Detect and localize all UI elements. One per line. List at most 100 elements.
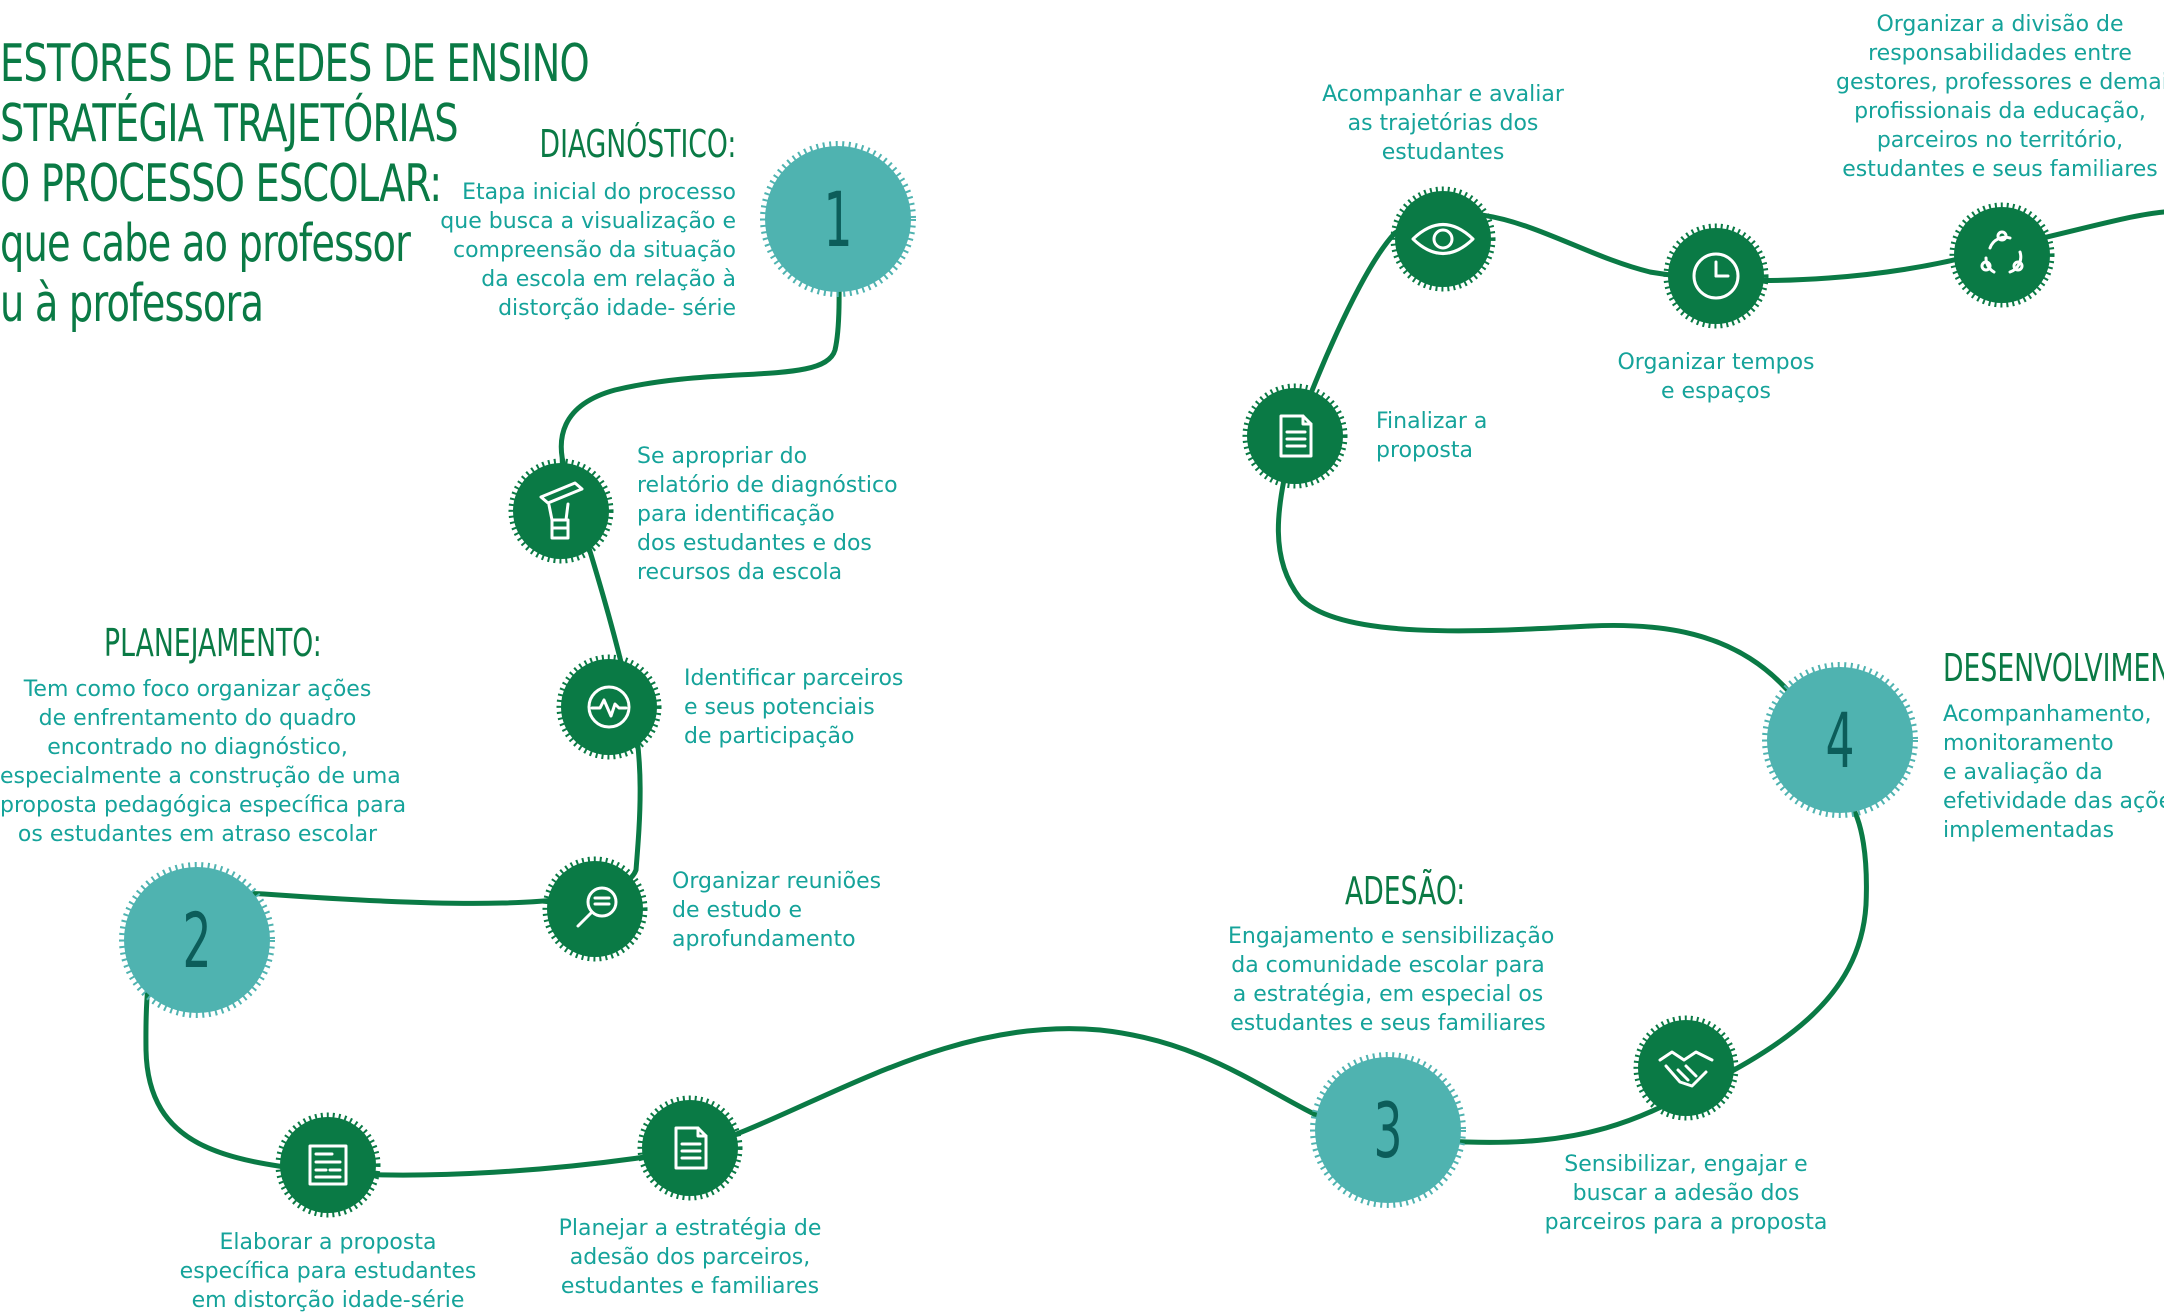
stage-heading-2: PLANEJAMENTO: [104, 621, 322, 665]
step-label-6: Sensibilizar, engajar e buscar a adesão … [1526, 1150, 1846, 1237]
text-line: e espaços [1661, 379, 1771, 404]
step-node-5 [637, 1095, 743, 1201]
text-line: os estudantes em atraso escolar [17, 822, 378, 847]
text-line: estudantes e seus familiares [1842, 157, 2158, 182]
stage-description-4: Acompanhamento, monitoramento e avaliaçã… [1943, 700, 2164, 845]
text-line: que busca a visualização e [440, 209, 736, 234]
text-line: parceiros para a proposta [1544, 1210, 1828, 1235]
title-line: O PROCESSO ESCOLAR: [0, 154, 442, 214]
step-node-2 [556, 654, 662, 760]
text-line: efetividade das ações [1943, 789, 2164, 814]
stage-node-3 [1310, 1052, 1466, 1208]
step-node-7 [1242, 383, 1348, 489]
step-node-8 [1390, 186, 1496, 292]
text-line: gestores, professores e demais [1836, 70, 2164, 95]
text-line: Organizar a divisão de [1876, 12, 2124, 37]
text-line: implementadas [1943, 818, 2115, 843]
handshake-icon [1658, 1050, 1714, 1088]
stage-node-2 [119, 862, 275, 1018]
clock-icon [1692, 252, 1740, 300]
step-label-8: Acompanhar e avaliar as trajetórias dos … [1313, 80, 1573, 167]
title-line: u à professora [0, 274, 264, 334]
text-line: Tem como foco organizar ações [23, 677, 372, 702]
text-line: Acompanhamento, [1943, 702, 2152, 727]
text-line: compreensão da situação [452, 238, 736, 263]
text-line: monitoramento [1943, 731, 2114, 756]
stage-number-1: 1 [823, 176, 852, 265]
title-line: STRATÉGIA TRAJETÓRIAS [0, 94, 459, 154]
pulse-icon [587, 685, 631, 729]
title-line: ESTORES DE REDES DE ENSINO [0, 34, 590, 94]
stage-number-4: 4 [1825, 697, 1854, 786]
text-line: recursos da escola [637, 560, 843, 585]
stage-node-4 [1762, 662, 1918, 818]
stage-heading-1: DIAGNÓSTICO: [539, 122, 736, 166]
text-line: em distorção idade-série [191, 1288, 465, 1313]
blueprint-icon [308, 1144, 348, 1186]
text-line: distorção idade- série [498, 296, 736, 321]
step-node-4 [275, 1112, 381, 1218]
text-line: de participação [684, 724, 855, 749]
text-line: e avaliação da [1943, 760, 2103, 785]
stage-description-3: Engajamento e sensibilização da comunida… [1228, 922, 1555, 1038]
page-title: ESTORES DE REDES DE ENSINO STRATÉGIA TRA… [0, 34, 590, 334]
text-line: Identificar parceiros [684, 666, 904, 691]
text-line: da escola em relação à [481, 267, 736, 292]
step-label-5: Planejar a estratégia de adesão dos parc… [540, 1214, 840, 1301]
text-line: Se apropriar do [637, 444, 808, 469]
text-line: estudantes e familiares [560, 1274, 820, 1299]
text-line: estudantes [1381, 140, 1505, 165]
text-line: Organizar reuniões [672, 869, 882, 894]
stage-description-2: Tem como foco organizar ações de enfrent… [0, 675, 406, 849]
stage-heading-4: DESENVOLVIMENTO: [1943, 646, 2164, 690]
text-line: Acompanhar e avaliar [1322, 82, 1564, 107]
title-line: que cabe ao professor [0, 214, 411, 274]
step-label-7: Finalizar a proposta [1376, 407, 1487, 465]
step-node-1 [508, 458, 614, 564]
text-line: buscar a adesão dos [1572, 1181, 1800, 1206]
text-line: Elaborar a proposta [219, 1230, 437, 1255]
step-node-6 [1633, 1015, 1739, 1121]
stage-number-3: 3 [1373, 1087, 1402, 1176]
step-node-10 [1949, 202, 2055, 308]
text-line: responsabilidades entre [1868, 41, 2132, 66]
eye-icon [1411, 223, 1475, 255]
step-label-4: Elaborar a proposta específica para estu… [168, 1228, 488, 1315]
step-label-9: Organizar tempos e espaços [1596, 348, 1836, 406]
stage-description-1: Etapa inicial do processo que busca a vi… [440, 178, 736, 323]
text-line: Sensibilizar, engajar e [1564, 1152, 1808, 1177]
text-line: Planejar a estratégia de [558, 1216, 822, 1241]
text-line: da comunidade escolar para [1231, 953, 1545, 978]
step-label-3: Organizar reuniões de estudo e aprofunda… [672, 867, 881, 954]
step-node-9 [1663, 223, 1769, 329]
step-label-10: Organizar a divisão de responsabilidades… [1836, 10, 2164, 184]
cycle-icon [1980, 230, 2024, 274]
text-line: e seus potenciais [684, 695, 875, 720]
text-line: as trajetórias dos [1347, 111, 1539, 136]
stage-number-2: 2 [182, 897, 211, 986]
text-line: Etapa inicial do processo [462, 180, 736, 205]
stage-node-1 [760, 141, 916, 297]
text-line: específica para estudantes [179, 1259, 477, 1284]
text-line: adesão dos parceiros, [569, 1245, 811, 1270]
text-line: de estudo e [672, 898, 803, 923]
text-line: a estratégia, em especial os [1232, 982, 1544, 1007]
text-line: encontrado no diagnóstico, [47, 735, 348, 760]
text-line: Finalizar a [1376, 409, 1488, 434]
stage-heading-3: ADESÃO: [1345, 869, 1466, 913]
text-line: Engajamento e sensibilização [1228, 924, 1555, 949]
magnifier-document-icon [576, 886, 618, 928]
text-line: Organizar tempos [1617, 350, 1815, 375]
step-node-3 [542, 856, 648, 962]
text-line: proposta [1376, 438, 1473, 463]
text-line: de enfrentamento do quadro [38, 706, 357, 731]
text-line: parceiros no território, [1876, 128, 2124, 153]
text-line: profissionais da educação, [1854, 99, 2146, 124]
hand-pen-icon [539, 481, 584, 540]
text-line: estudantes e seus familiares [1230, 1011, 1546, 1036]
step-label-1: Se apropriar do relatório de diagnóstico… [637, 442, 898, 587]
text-line: aprofundamento [672, 927, 856, 952]
text-line: dos estudantes e dos [637, 531, 872, 556]
